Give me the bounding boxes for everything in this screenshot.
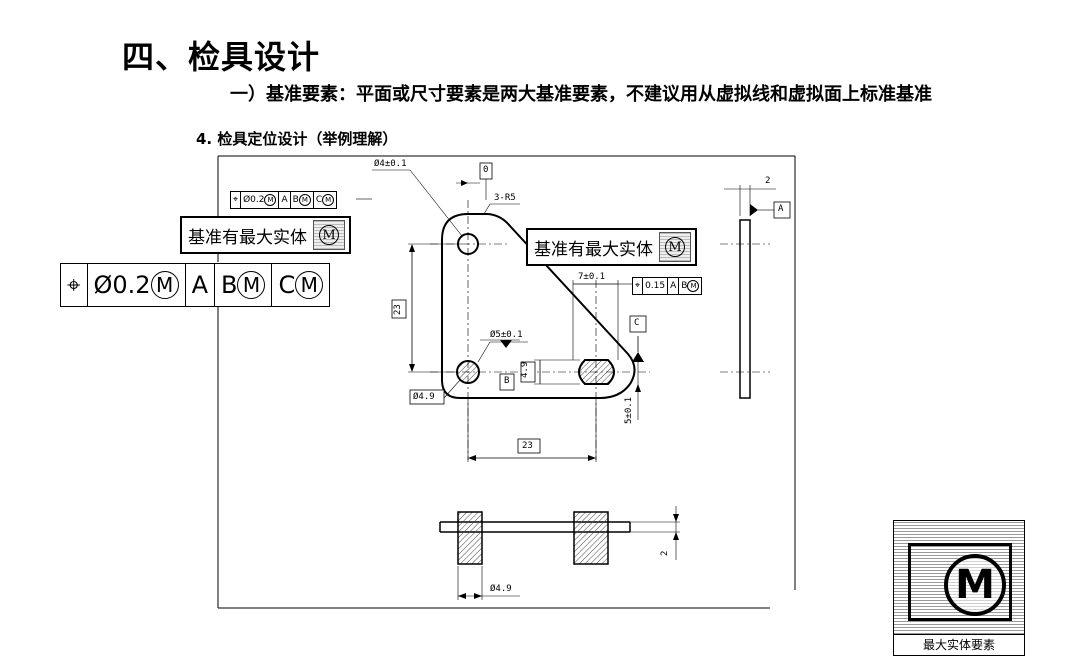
fcf-datum-c: C xyxy=(315,195,323,205)
mmc-icon: M xyxy=(659,232,691,262)
datum-a-label: A xyxy=(778,204,784,214)
side-view xyxy=(739,219,751,399)
fcf-datum-a: A xyxy=(279,192,291,208)
legend-frame: M xyxy=(908,543,1012,621)
mmc-modifier: M xyxy=(687,280,700,292)
bottom-pin-right xyxy=(573,511,609,565)
callout-text: 基准有最大实体 xyxy=(188,227,307,248)
section-subtitle: 一）基准要素：平面或尺寸要素是两大基准要素，不建议用从虚拟线和虚拟面上标准基准 xyxy=(230,84,932,105)
fcf-datum-c: C xyxy=(278,271,296,299)
callout-text: 基准有最大实体 xyxy=(534,239,653,260)
dim-slot-height: 4.9 xyxy=(520,361,530,378)
fcf-tolerance: Ø0.2 xyxy=(93,271,151,299)
legend-caption: 最大实体要素 xyxy=(894,634,1024,655)
position-symbol: ⌖ xyxy=(633,278,644,294)
dim-side-thickness: 2 xyxy=(765,176,771,186)
mmc-modifier: M xyxy=(665,237,685,257)
dim-hole-b: Ø5±0.1 xyxy=(490,330,523,340)
page-title: 四、检具设计 xyxy=(122,38,321,76)
mmc-modifier: M xyxy=(295,271,324,299)
mmc-legend: M 最大实体要素 xyxy=(893,520,1025,656)
section-heading: 4. 检具定位设计（举例理解） xyxy=(196,130,398,148)
callout-left: 基准有最大实体 M xyxy=(180,216,351,254)
dim-hole-top: Ø4±0.1 xyxy=(374,159,407,169)
fcf-tolerance: Ø0.2 xyxy=(243,195,265,205)
mmc-modifier: M xyxy=(264,194,277,206)
mmc-modifier: M xyxy=(319,225,339,245)
fcf-tolerance: 0.15 xyxy=(643,278,669,294)
legend-mmc-symbol: M xyxy=(944,554,1006,616)
mmc-modifier: M xyxy=(150,271,179,299)
fcf-datum-b: B xyxy=(221,271,238,299)
dim-slot-offset: 5±0.1 xyxy=(624,396,634,424)
mmc-icon: M xyxy=(313,220,345,250)
position-symbol: ⌖ xyxy=(231,192,242,208)
dim-thickness: 2 xyxy=(660,550,670,556)
dim-vertical-23: 23 xyxy=(393,304,403,315)
dim-zero-box: 0 xyxy=(483,165,489,175)
fcf-datum-b: B xyxy=(292,195,299,205)
fcf-datum-a: A xyxy=(668,278,680,294)
position-symbol: ⌖ xyxy=(61,264,88,306)
dim-horizontal-23: 23 xyxy=(522,441,533,451)
bottom-pin-left xyxy=(457,511,483,565)
mmc-modifier: M xyxy=(298,194,311,206)
mmc-modifier: M xyxy=(322,194,335,206)
callout-right: 基准有最大实体 M xyxy=(526,228,697,266)
fcf-datum-a: A xyxy=(186,264,215,306)
datum-b-label: B xyxy=(504,376,510,386)
dim-radius: 3-R5 xyxy=(494,193,516,203)
dim-slot-width: 7±0.1 xyxy=(578,272,606,282)
mmc-modifier: M xyxy=(237,271,266,299)
dim-bottom-pin: Ø4.9 xyxy=(490,584,512,594)
fcf-datum-b: B xyxy=(681,281,688,291)
dim-pin: Ø4.9 xyxy=(413,392,435,402)
datum-c-label: C xyxy=(634,318,640,328)
part-outline xyxy=(441,213,636,399)
